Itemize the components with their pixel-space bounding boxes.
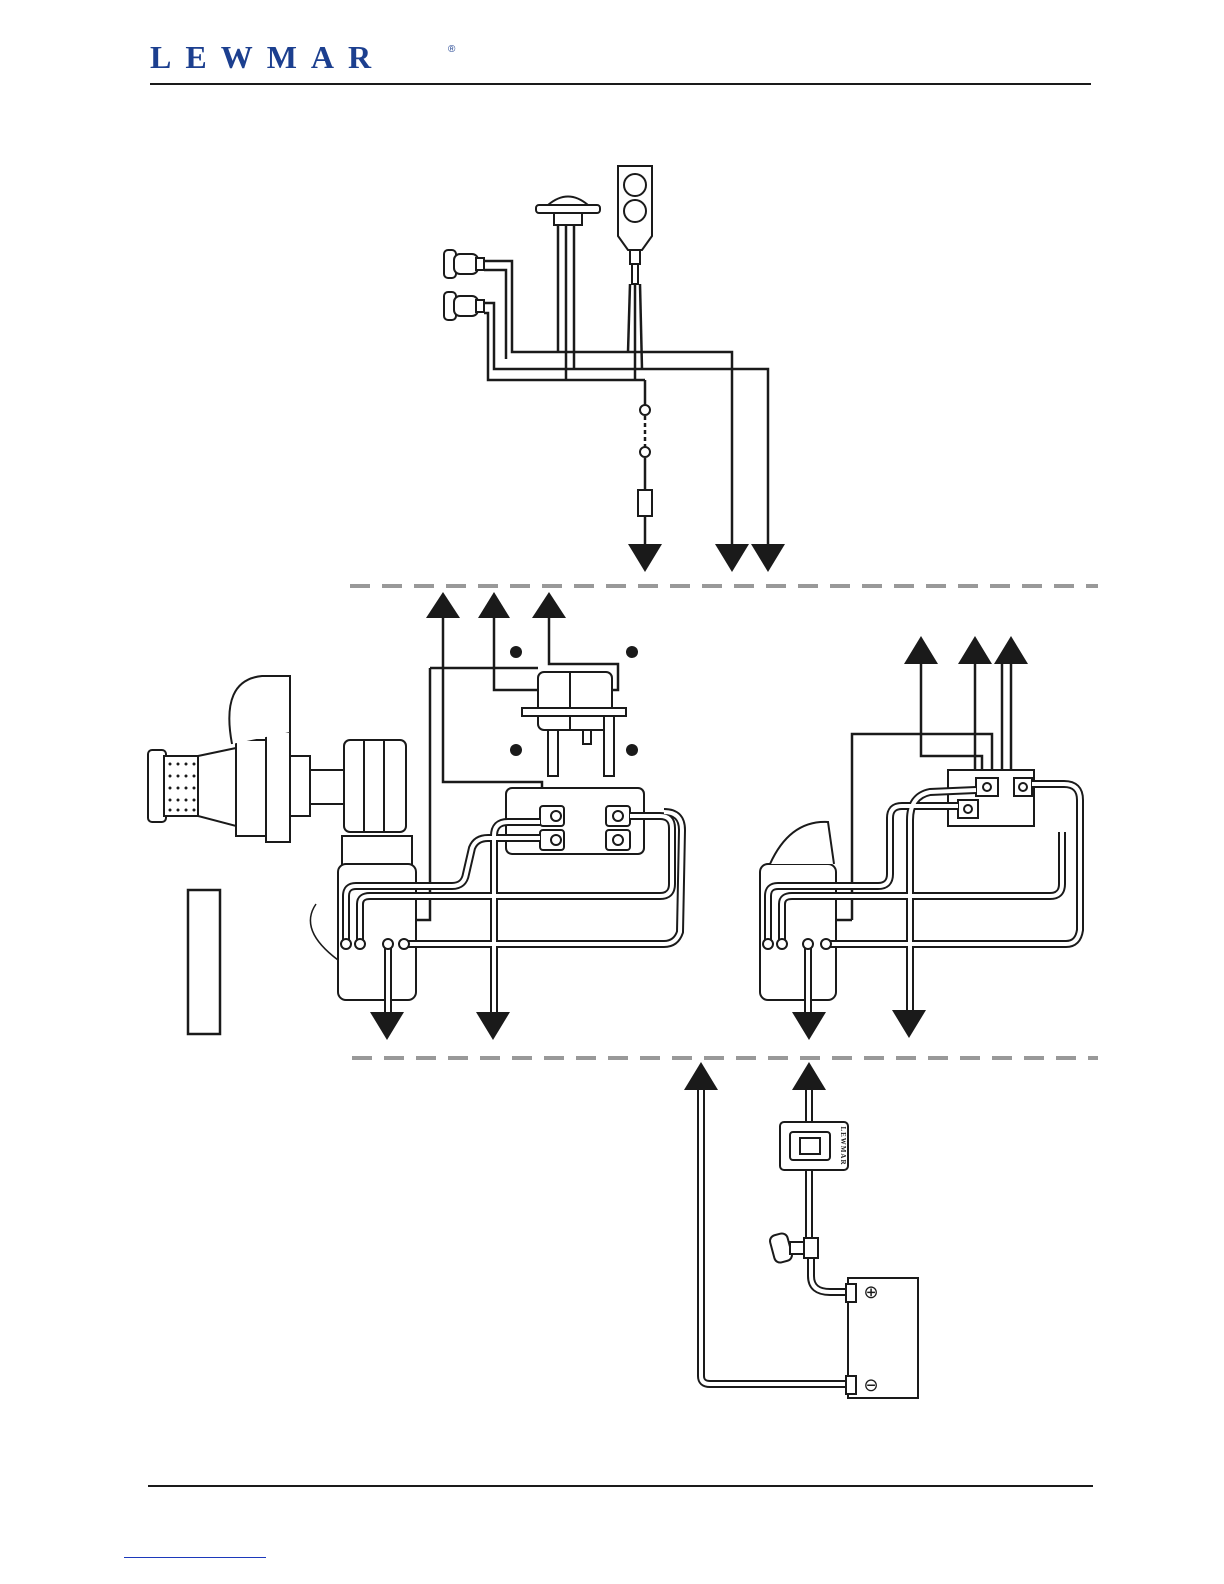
windlass-drum — [148, 676, 344, 842]
control-arrows-down — [628, 544, 785, 572]
gearbox — [342, 740, 412, 866]
motor-arrows-down-right — [792, 1010, 926, 1040]
contactor — [522, 672, 626, 776]
control-wires — [484, 225, 768, 545]
battery-negative-symbol: ⊖ — [863, 1375, 878, 1396]
gear-pack-outline — [188, 890, 220, 1034]
motor-left-lead — [310, 904, 338, 960]
deck-footswitch-up — [444, 250, 484, 278]
circuit-breaker — [780, 1122, 848, 1170]
supply-arrows-up — [684, 1062, 826, 1090]
deck-footswitch-down — [444, 292, 484, 320]
rocker-switch — [536, 197, 600, 226]
footer-rule — [148, 1485, 1093, 1487]
battery-positive-symbol: ⊕ — [863, 1282, 878, 1303]
battery — [846, 1278, 918, 1398]
footer-link-underline — [124, 1557, 266, 1558]
handheld-remote — [618, 166, 652, 284]
contactor-arrows-up — [426, 592, 566, 618]
motor-arrows-down-left — [370, 1012, 510, 1040]
control-box-right — [948, 770, 1034, 826]
control-arrows-up-right — [904, 636, 1028, 664]
breaker-label: LEWMAR — [839, 1126, 847, 1165]
